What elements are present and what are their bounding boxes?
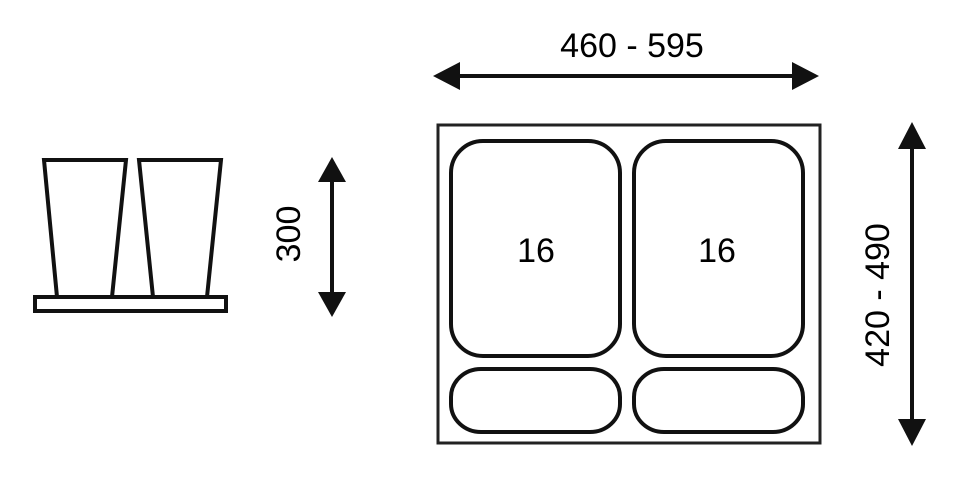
bin-left-capacity: 16 [517, 232, 555, 270]
bin-left [449, 139, 622, 358]
compartment-left [449, 367, 622, 434]
depth-label: 420 - 490 [859, 223, 897, 367]
top-view: 460 - 595 16 16 420 - 490 [433, 27, 926, 446]
depth-dimension-arrow [898, 122, 926, 446]
height-label: 300 [270, 206, 308, 263]
height-dimension-arrow [318, 157, 346, 317]
side-bin-left [41, 158, 129, 299]
outer-frame [436, 123, 822, 445]
width-dimension-arrow [433, 62, 819, 90]
side-view: 300 [33, 157, 346, 317]
compartment-right [632, 367, 805, 434]
width-label: 460 - 595 [560, 27, 704, 65]
bin-right-capacity: 16 [698, 232, 736, 270]
side-bin-right [136, 158, 224, 299]
bin-right [632, 139, 805, 358]
side-base-frame [33, 295, 228, 313]
